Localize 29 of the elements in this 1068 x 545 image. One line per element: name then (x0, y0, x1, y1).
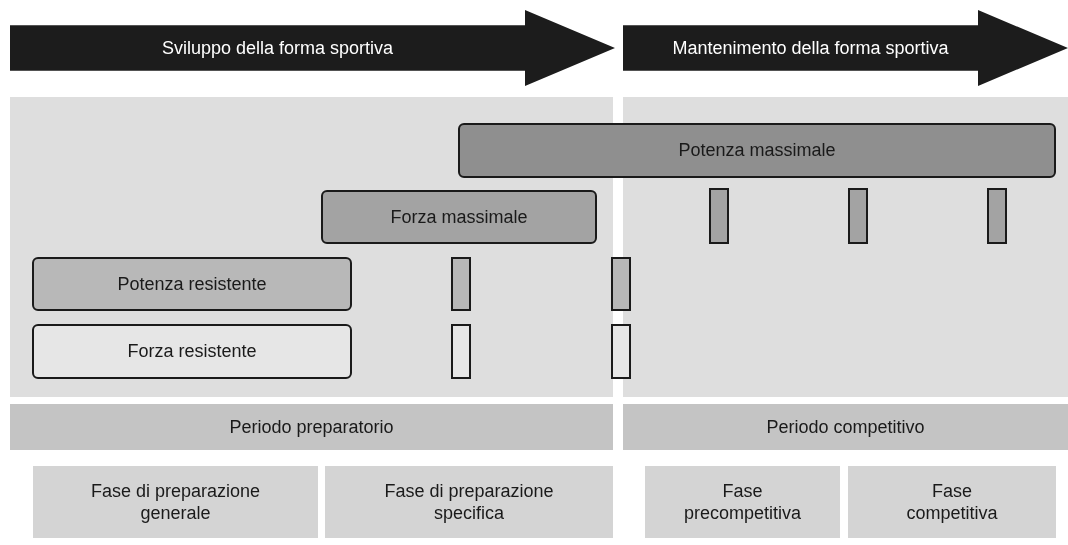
band-label: Periodo competitivo (766, 415, 925, 439)
training-bar (32, 257, 352, 311)
phase-band (623, 404, 1068, 450)
phase-band (10, 404, 613, 450)
band-label: Fase precompetitiva (682, 479, 803, 525)
bar-label: Forza massimale (390, 205, 528, 229)
bar-marker (611, 324, 631, 379)
arrow-label: Sviluppo della forma sportiva (161, 36, 394, 60)
phase-band (848, 466, 1056, 538)
training-bar (458, 123, 1056, 178)
bar-marker (451, 257, 471, 311)
bar-marker (709, 188, 729, 244)
band-label: Fase competitiva (905, 479, 999, 525)
band-label: Fase di preparazione generale (89, 479, 262, 525)
phase-band (325, 466, 613, 538)
phase-band (33, 466, 318, 538)
bar-marker (611, 257, 631, 311)
training-bar (321, 190, 597, 244)
bar-marker (848, 188, 868, 244)
bar-marker (451, 324, 471, 379)
bar-marker (987, 188, 1007, 244)
bar-label: Potenza resistente (117, 272, 267, 296)
bar-label: Forza resistente (127, 340, 257, 363)
bar-label: Potenza massimale (678, 139, 836, 162)
band-label: Periodo preparatorio (229, 415, 394, 439)
band-label: Fase di preparazione specifica (383, 479, 555, 525)
training-bar (32, 324, 352, 379)
arrow-label: Mantenimento della forma sportiva (672, 36, 949, 60)
phase-band (645, 466, 840, 538)
